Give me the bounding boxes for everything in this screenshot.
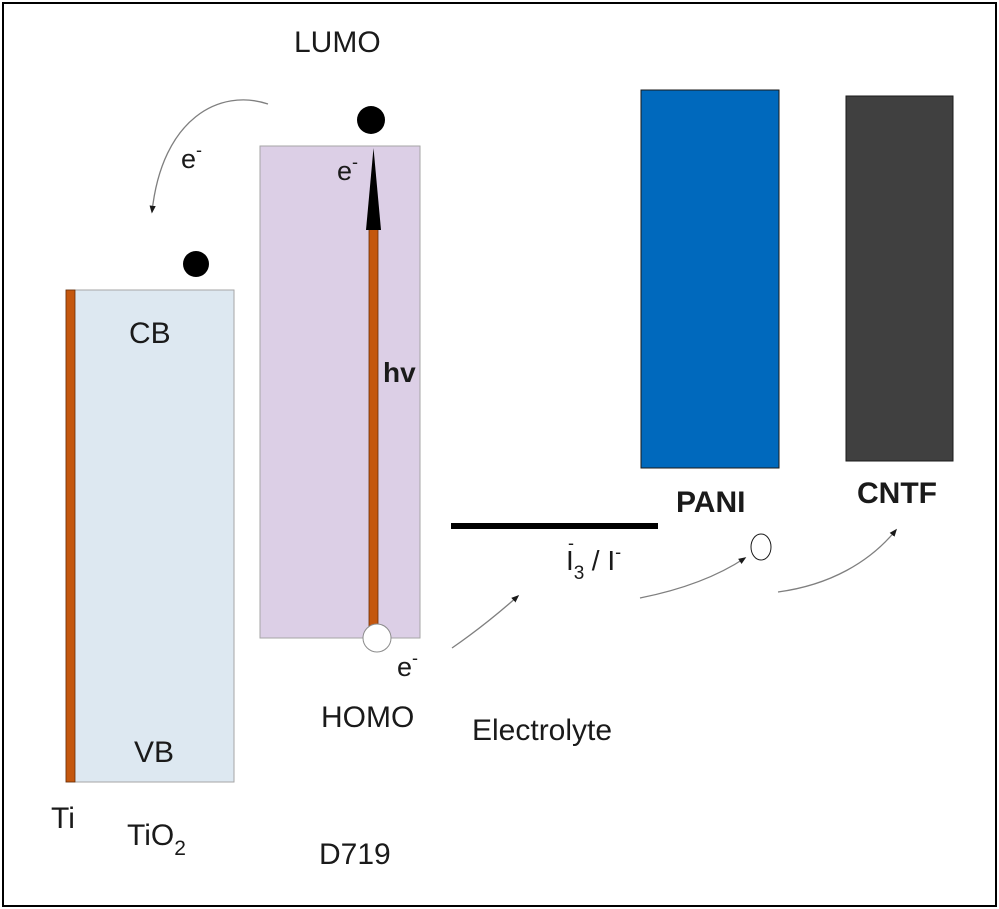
dye-energy-block (259, 145, 421, 639)
excited-electron-dot (357, 106, 385, 134)
tio2-band-block (65, 289, 235, 783)
vb-label: VB (134, 736, 174, 769)
tio2-label: TiO2 (127, 819, 186, 860)
dye-electron-label: e- (337, 152, 358, 186)
pani-to-cntf-arrow (777, 528, 897, 593)
hv-label: hv (383, 357, 416, 388)
cntf-label-b: F (919, 477, 937, 510)
electrolyte-label: Electrolyte (472, 714, 612, 747)
redox-i-sup: - (615, 542, 621, 562)
redox-couple-label: I3- / I- (566, 533, 621, 584)
electrolyte-to-pani-arrow (639, 557, 747, 599)
homo-electron-base: e (397, 652, 412, 682)
redox-rest: / I (584, 545, 615, 576)
homo-hole-circle (362, 623, 392, 653)
excitation-arrow-shaft (368, 227, 379, 639)
homo-electron-label: e- (397, 648, 418, 682)
cntf-label: CNTF (857, 477, 937, 510)
redox-i3-sup: - (568, 533, 574, 553)
dye-label: D719 (319, 838, 391, 871)
cntf-block (845, 95, 954, 462)
cb-label: CB (129, 317, 171, 350)
tio2-sub: 2 (174, 837, 186, 860)
ti-label: Ti (51, 802, 75, 835)
dye-electron-sup: - (352, 152, 358, 172)
tio2-base: TiO (127, 819, 174, 852)
dye-electron-base: e (337, 156, 352, 186)
pani-label: PANI (676, 486, 745, 519)
injection-electron-label: e- (181, 140, 202, 174)
lumo-label: LUMO (294, 26, 381, 59)
cntf-label-a: CNT (857, 477, 919, 510)
ti-electrode-strip (65, 289, 76, 783)
injection-arrow (149, 99, 269, 214)
cb-electron-dot (183, 251, 209, 277)
homo-to-electrolyte-arrow (451, 594, 520, 649)
pani-hole-circle (750, 533, 772, 561)
injection-electron-sup: - (196, 140, 202, 160)
redox-level-line (451, 523, 658, 529)
pani-block (640, 89, 780, 469)
redox-i3-sub: 3 (574, 563, 585, 584)
injection-electron-base: e (181, 144, 196, 174)
homo-electron-sup: - (412, 648, 418, 668)
homo-label: HOMO (321, 701, 414, 734)
excitation-arrow-head (366, 148, 381, 230)
redox-i3: I (566, 545, 574, 576)
